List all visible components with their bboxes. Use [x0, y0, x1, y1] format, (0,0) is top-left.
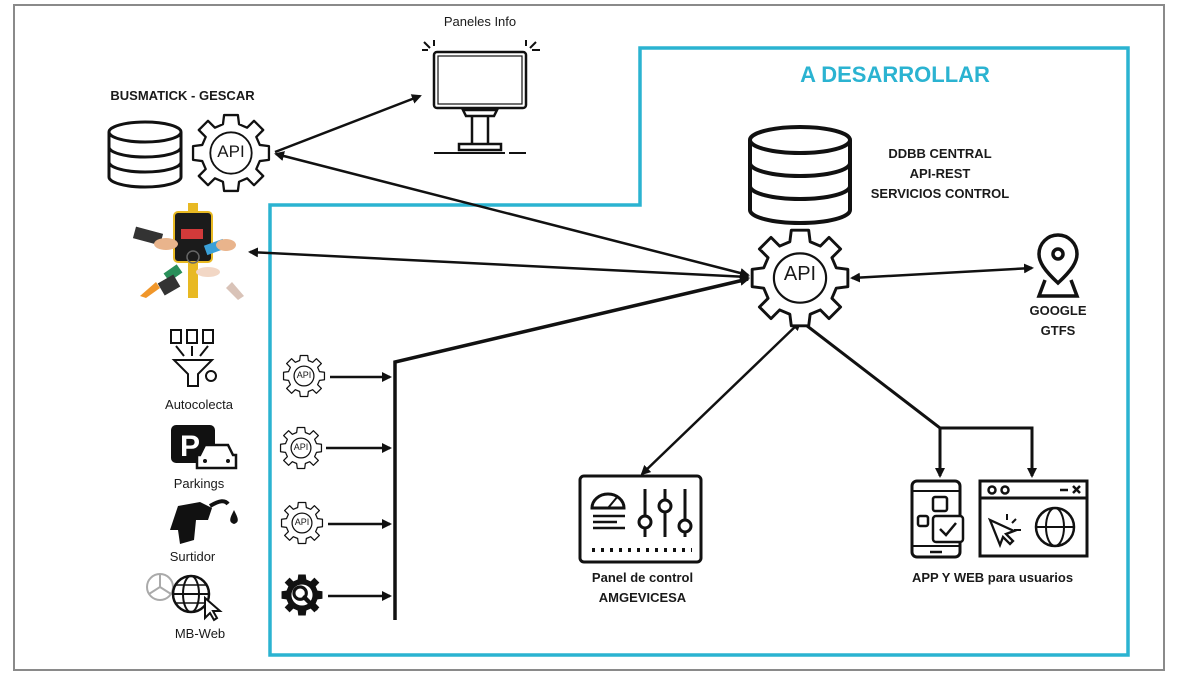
- busmatick-api-text: API: [217, 142, 245, 161]
- parkings-api-text: API: [293, 442, 309, 452]
- autocolecta-api-text: API: [296, 370, 312, 380]
- central-api-text: API: [783, 263, 817, 285]
- region-title: A DESARROLLAR: [800, 62, 990, 87]
- mobile-app-icon: [910, 479, 965, 559]
- edge-api-validator: [248, 247, 750, 282]
- paneles-info-label: Paneles Info: [443, 14, 517, 29]
- surtidor-api-gear-icon: [280, 501, 324, 545]
- panel-control-label-line-2: AMGEVICESA: [598, 590, 687, 605]
- source-label-surtidor: Surtidor: [169, 549, 216, 564]
- gear-wrench-icon: [281, 574, 323, 616]
- busmatick-database-icon: [107, 120, 183, 189]
- map-pin-icon: [1036, 233, 1080, 298]
- svg-text:P: P: [180, 430, 200, 463]
- surtidor-api-text: API: [294, 517, 310, 527]
- funnel-documents-icon: [170, 329, 217, 387]
- central-api-gear-icon: [750, 228, 850, 328]
- edge-api-to-paneles: [274, 94, 422, 154]
- info-panel-monitor-icon: [422, 40, 540, 154]
- central-label-line-2: API-REST: [909, 166, 971, 181]
- central-database-icon: [748, 125, 852, 225]
- control-panel-icon: [578, 474, 703, 564]
- panel-control-label-line-1: Panel de control: [591, 570, 694, 585]
- app-web-label: APP Y WEB para usuarios: [911, 570, 1074, 585]
- edge-api-panel-control: [640, 320, 802, 476]
- google-label-line-1: GOOGLE: [1029, 303, 1087, 318]
- source-label-parkings: Parkings: [173, 476, 225, 491]
- google-label-line-2: GTFS: [1040, 323, 1076, 338]
- web-browser-icon: [978, 479, 1089, 558]
- central-label-line-1: DDBB CENTRAL: [888, 146, 992, 161]
- autocolecta-api-gear-icon: [282, 354, 326, 398]
- source-label-mbweb: MB-Web: [174, 626, 226, 641]
- edge-sources-to-api: [393, 275, 750, 620]
- central-label-line-3: SERVICIOS CONTROL: [870, 186, 1010, 201]
- edge-api-to-app-web: [801, 320, 1037, 478]
- busmatick-api-gear-icon: [191, 113, 271, 193]
- parkings-api-gear-icon: [279, 426, 323, 470]
- parking-car-icon: P: [171, 425, 238, 470]
- outer-frame: [13, 4, 1165, 671]
- fuel-pump-icon: [170, 499, 238, 544]
- edge-api-google: [850, 263, 1034, 283]
- globe-cursor-icon: [146, 573, 223, 622]
- source-label-autocolecta: Autocolecta: [165, 397, 233, 412]
- ticket-validator-icon: [132, 203, 244, 300]
- busmatick-label: BUSMATICK - GESCAR: [110, 88, 255, 103]
- development-region-border: [268, 46, 1130, 657]
